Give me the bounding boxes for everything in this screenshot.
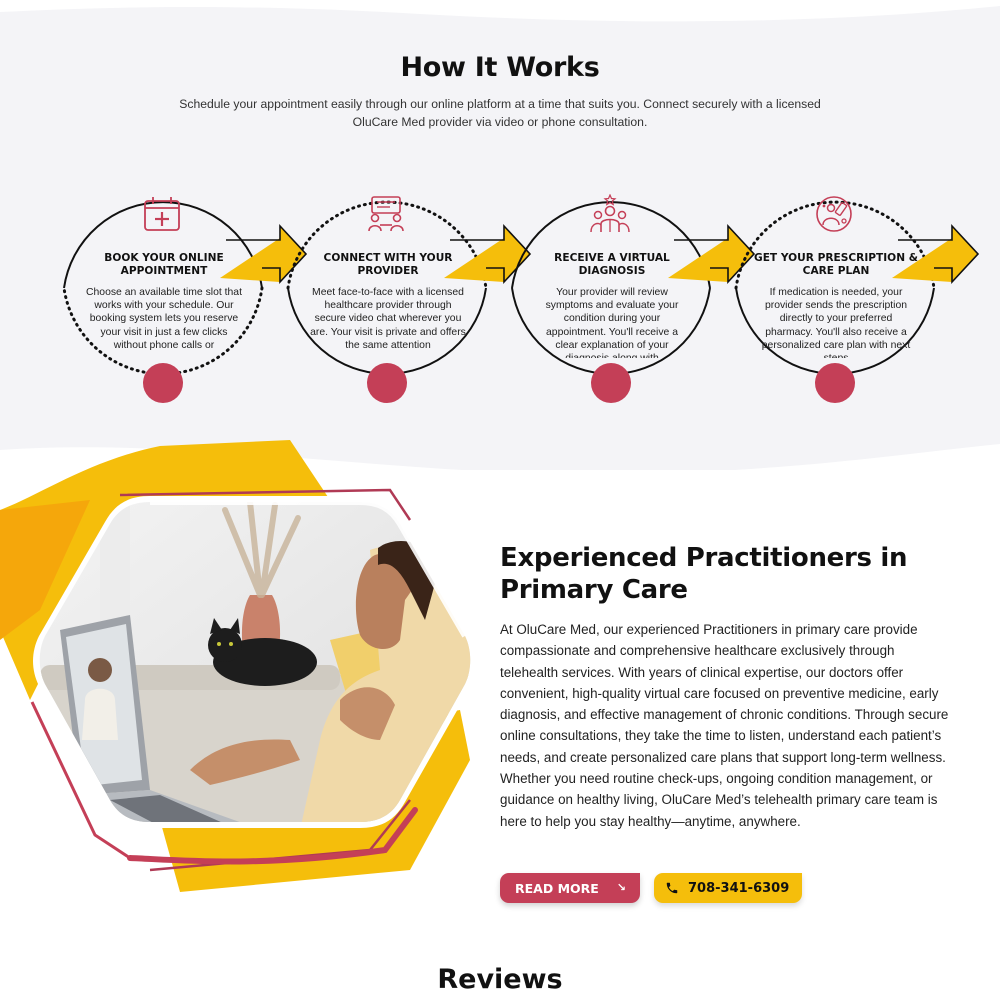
practitioner-hexagon-image — [0, 440, 477, 892]
how-it-works-subtitle: Schedule your appointment easily through… — [179, 97, 821, 129]
phone-number-label: 708-341-6309 — [688, 880, 790, 896]
read-more-button[interactable]: READ MORE ↘ — [500, 873, 640, 903]
step-dot — [367, 363, 407, 403]
step-title: CONNECT WITH YOUR PROVIDER — [323, 252, 453, 277]
step-title: BOOK YOUR ONLINE APPOINTMENT — [104, 252, 224, 277]
arrow-down-right-icon: ↘ — [616, 881, 626, 894]
step-ring — [734, 200, 980, 375]
practitioners-description: At OluCare Med, our experienced Practiti… — [500, 622, 949, 829]
step-description: Your provider will review symptoms and e… — [545, 287, 679, 358]
phone-icon — [666, 882, 678, 894]
step-dot — [143, 363, 183, 403]
step-description: Choose an available time slot that works… — [86, 287, 242, 351]
step-description: If medication is needed, your provider s… — [761, 287, 911, 358]
top-wave-divider — [0, 0, 1000, 22]
step-dot — [591, 363, 631, 403]
step-title: RECEIVE A VIRTUAL DIAGNOSIS — [554, 252, 670, 277]
phone-call-button[interactable]: 708-341-6309 — [654, 873, 802, 903]
prescription-icon — [816, 196, 852, 232]
calendar-plus-icon — [144, 197, 180, 231]
how-it-works-title: How It Works — [400, 52, 600, 83]
reviews-title: Reviews — [437, 964, 563, 995]
step-card-book: BOOK YOUR ONLINE APPOINTMENT Choose an a… — [62, 168, 308, 408]
step-title: GET YOUR PRESCRIPTION & CARE PLAN — [754, 252, 918, 277]
step-description: Meet face-to-face with a licensed health… — [310, 287, 466, 351]
step-dot — [815, 363, 855, 403]
read-more-label: READ MORE — [515, 880, 599, 896]
practitioners-title: Experienced Practitioners in Primary Car… — [500, 543, 908, 605]
video-consult-icon — [368, 196, 404, 232]
step-card-diagnosis: RECEIVE A VIRTUAL DIAGNOSIS Your provide… — [510, 168, 756, 408]
step-card-connect: CONNECT WITH YOUR PROVIDER Meet face-to-… — [286, 168, 532, 408]
doctor-group-icon — [590, 194, 630, 233]
step-card-prescription: GET YOUR PRESCRIPTION & CARE PLAN If med… — [734, 168, 980, 408]
